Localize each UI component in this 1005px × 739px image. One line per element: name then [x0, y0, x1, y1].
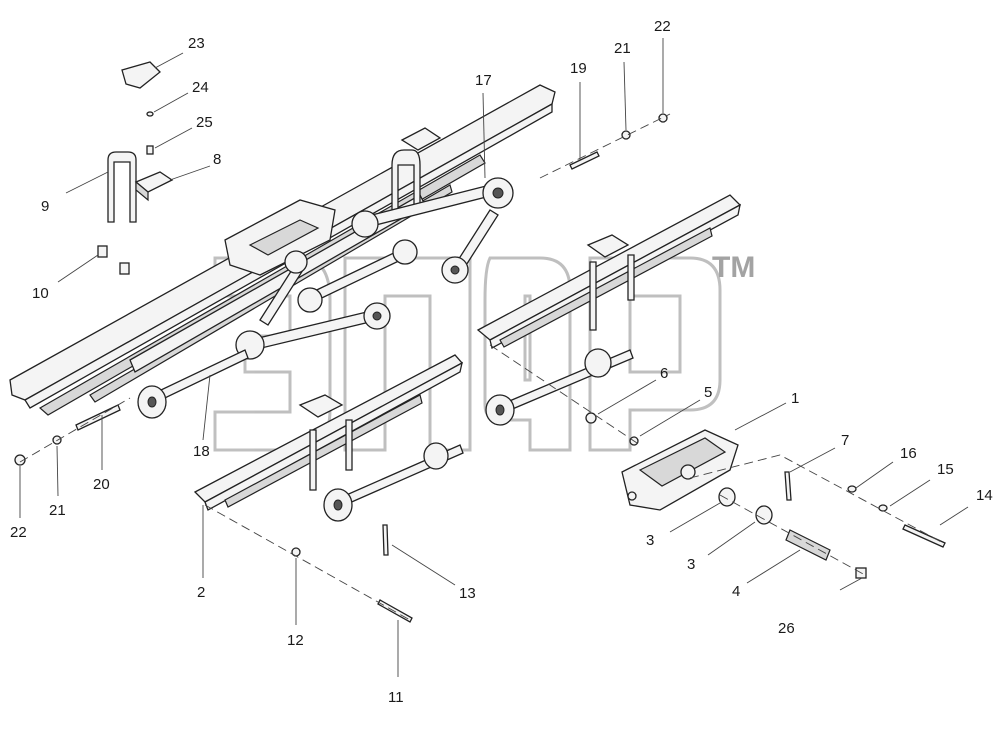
- spring-bracket: [621, 429, 739, 511]
- callout-1: 1: [791, 390, 799, 407]
- nut-22-top: [658, 113, 668, 123]
- callout-6: 6: [660, 365, 668, 382]
- callout-24: 24: [192, 79, 209, 96]
- callout-18: 18: [193, 443, 210, 460]
- callout-22-top: 22: [654, 18, 671, 35]
- torque-rod-diagonal: [259, 250, 308, 326]
- leaf-spring-lower: [193, 354, 464, 511]
- u-bolt-9: [107, 151, 137, 223]
- washer-15: [878, 504, 888, 512]
- callout-12: 12: [287, 632, 304, 649]
- callout-10: 10: [32, 285, 49, 302]
- saddle-left: [224, 199, 336, 276]
- callout-5: 5: [704, 384, 712, 401]
- nut-10: [97, 245, 130, 275]
- u-bolt-top: [391, 127, 442, 211]
- callout-21-top: 21: [614, 40, 631, 57]
- torque-rod-upper-b: [441, 209, 499, 284]
- bushing-3a: [718, 487, 736, 507]
- callout-17: 17: [475, 72, 492, 89]
- torque-rod-middle: [235, 302, 391, 360]
- pin-7: [784, 471, 792, 501]
- cap-23: [121, 61, 161, 89]
- bolt-25: [146, 145, 154, 155]
- callout-13: 13: [459, 585, 476, 602]
- leader-lines: [19, 38, 969, 677]
- callout-11: 11: [388, 689, 404, 706]
- callout-7: 7: [841, 432, 849, 449]
- callout-15: 15: [937, 461, 954, 478]
- callout-2: 2: [197, 584, 205, 601]
- u-bolt-right: [586, 234, 635, 331]
- callout-9: 9: [41, 198, 49, 215]
- shaft-18: [137, 349, 249, 419]
- torque-rod-upper-a: [351, 177, 514, 238]
- shaft-right: [485, 348, 634, 426]
- callout-25: 25: [196, 114, 213, 131]
- callout-19: 19: [570, 60, 587, 77]
- washer-16: [847, 485, 857, 493]
- shaft-lower: [323, 442, 464, 522]
- callout-23: 23: [188, 35, 205, 52]
- callout-labels: 1 2 3 3 4 5 6 7 8 9 10 11 12 13 14 15 16…: [10, 18, 993, 706]
- callout-4: 4: [732, 583, 740, 600]
- trademark-mark: TM: [712, 251, 755, 284]
- nut-21-top: [621, 130, 631, 140]
- pad-8: [134, 171, 174, 202]
- callout-14: 14: [976, 487, 993, 504]
- assembly-lines: [19, 113, 946, 621]
- u-bolt-lower: [298, 394, 353, 491]
- callout-22-left: 22: [10, 524, 27, 541]
- pin-13: [382, 524, 389, 556]
- watermark: TM: [213, 251, 755, 452]
- leaf-spring-right-upper: [476, 194, 742, 349]
- nut-6: [585, 412, 597, 424]
- washer-24: [146, 111, 154, 117]
- callout-21-left: 21: [49, 502, 66, 519]
- nut-22-left: [14, 454, 26, 466]
- bolt-19: [569, 151, 600, 170]
- callout-20: 20: [93, 476, 110, 493]
- bolt-20: [75, 404, 121, 431]
- bolt-14: [902, 524, 946, 548]
- callout-16: 16: [900, 445, 917, 462]
- callout-8: 8: [213, 151, 221, 168]
- callout-3a: 3: [646, 532, 654, 549]
- torque-rod-mid-2: [297, 239, 418, 313]
- callout-26: 26: [778, 620, 795, 637]
- callout-3b: 3: [687, 556, 695, 573]
- pin-4: [785, 529, 831, 561]
- bushing-3b: [755, 505, 773, 525]
